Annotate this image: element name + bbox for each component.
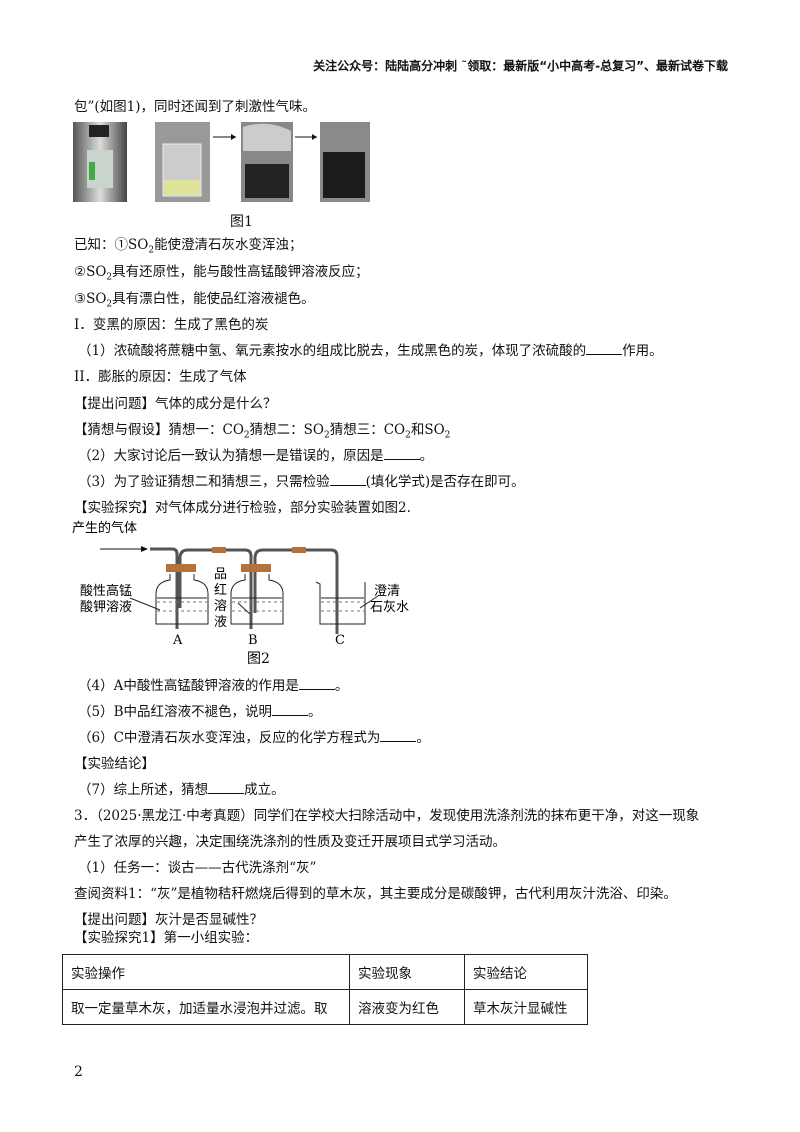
section-1: I．变黑的原因：生成了黑色的炭 — [74, 317, 269, 333]
conclusion-heading: 【实验结论】 — [74, 756, 155, 772]
experiment-1: 【实验探究1】第一小组实验： — [74, 930, 259, 946]
label-B: B — [248, 633, 258, 648]
table-row: 取一定量草木灰，加适量水浸泡并过滤。取溶液变为红色草木灰汁显碱性 — [62, 989, 588, 1025]
answer-blank[interactable] — [208, 781, 245, 794]
figure-1-caption: 图1 — [230, 214, 253, 230]
svg-text:液: 液 — [214, 615, 227, 630]
question-6: （6）C中澄清石灰水变浑浊，反应的化学方程式为。 — [78, 729, 430, 746]
section-2: II．膨胀的原因：生成了气体 — [74, 369, 247, 385]
rubber-tube — [292, 547, 306, 553]
known-2: ②SO2具有还原性，能与酸性高锰酸钾溶液反应； — [74, 264, 369, 283]
label-b: 品红溶液 — [214, 567, 227, 630]
question-7: （7）综上所述，猜想成立。 — [78, 781, 285, 798]
ask-question-2: 【提出问题】灰汁是否显碱性？ — [74, 912, 263, 928]
question-2: （2）大家讨论后一致认为猜想一是错误的，原因是。 — [78, 447, 434, 464]
answer-blank[interactable] — [329, 473, 366, 486]
answer-blank[interactable] — [383, 447, 420, 460]
figure-2-caption: 图2 — [247, 651, 270, 667]
rubber-tube — [212, 547, 226, 553]
answer-blank[interactable] — [298, 677, 335, 690]
known-3: ③SO2具有漂白性，能使品红溶液褪色。 — [74, 291, 315, 310]
label-c-1: 澄清 — [374, 584, 400, 599]
gas-label: 产生的气体 — [72, 520, 137, 536]
question-4: （4）A中酸性高锰酸钾溶液的作用是。 — [78, 677, 349, 694]
question-1: （1）浓硫酸将蔗糖中氢、氧元素按水的组成比脱去，生成黑色的炭，体现了浓硫酸的作用… — [78, 342, 663, 359]
svg-text:溶: 溶 — [214, 599, 227, 614]
reference-1: 查阅资料1：“灰”是植物秸秆燃烧后得到的草木灰，其主要成分是碳酸钾，古代利用灰汁… — [74, 886, 677, 902]
page-number: 2 — [74, 1064, 83, 1080]
question-3: （3）为了验证猜想二和猜想三，只需检验(填化学式)是否存在即可。 — [78, 473, 525, 490]
task-1: （1）任务一：谈古——古代洗涤剂“灰” — [78, 860, 317, 876]
label-a-2: 酸钾溶液 — [80, 600, 132, 615]
svg-text:红: 红 — [214, 582, 227, 598]
beaker-c — [315, 581, 366, 625]
problem-3-line-1: 3．（2025·黑龙江·中考真题）同学们在学校大扫除活动中，发现使用洗涤剂洗的抹… — [74, 808, 700, 824]
bottle-a — [155, 574, 209, 625]
header-banner: 关注公众号：陆陆高分冲刺 ˜领取：最新版“小中高考-总复习”、最新试卷下载 — [313, 59, 728, 73]
label-C: C — [335, 633, 345, 648]
experiment-table: 实验操作实验现象实验结论 取一定量草木灰，加适量水浸泡并过滤。取溶液变为红色草木… — [62, 954, 588, 1025]
label-A: A — [172, 633, 183, 648]
table-header-row: 实验操作实验现象实验结论 — [62, 954, 588, 990]
answer-blank[interactable] — [272, 703, 309, 716]
question-5: （5）B中品红溶液不褪色，说明。 — [78, 703, 322, 720]
answer-blank[interactable] — [380, 729, 417, 742]
problem-3-line-2: 产生了浓厚的兴趣，决定围绕洗涤剂的性质及变迁开展项目式学习活动。 — [74, 834, 506, 850]
figure-1-photos — [73, 122, 370, 202]
text-line: 包”(如图1)，同时还闻到了刺激性气味。 — [74, 99, 317, 115]
hypotheses: 【猜想与假设】猜想一：CO2猜想二：SO2猜想三：CO2和SO2 — [74, 422, 451, 441]
ask-question: 【提出问题】气体的成分是什么？ — [74, 396, 277, 412]
bottle-b — [230, 574, 284, 625]
label-c-2: 石灰水 — [370, 600, 409, 615]
label-a-1: 酸性高锰 — [80, 583, 132, 599]
figure-2-apparatus: 产生的气体 酸性高锰酸钾溶液 品红溶液 澄清石灰水 A B C 图2 — [72, 520, 409, 667]
known-1: 已知：①SO2能使澄清石灰水变浑浊； — [74, 237, 303, 256]
experiment-intro: 【实验探究】对气体成分进行检验，部分实验装置如图2. — [74, 500, 411, 516]
svg-text:品: 品 — [214, 567, 227, 582]
answer-blank[interactable] — [586, 342, 623, 355]
